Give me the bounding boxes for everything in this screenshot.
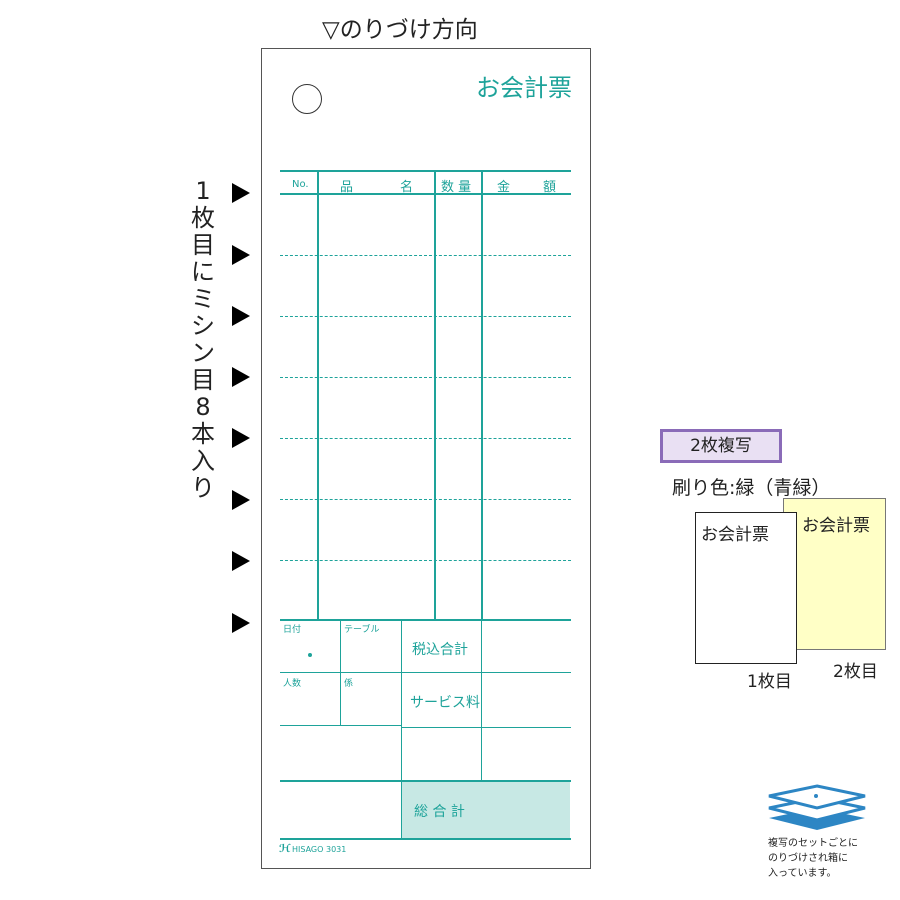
copies-badge: 2枚複写 [660,429,782,463]
form-title: お会計票 [476,74,572,102]
lower-divider [401,619,402,781]
print-color-text: 刷り色:緑（青緑） [672,477,831,499]
stacked-paper-icon [768,784,866,830]
package-note-line: 複写のセットごとに [768,838,858,849]
perforation-arrow-icon [232,428,250,448]
staff-label: 係 [344,679,354,689]
caption-char: 目 [191,366,215,394]
caption-char: 8 [195,393,211,421]
col-name-header: 名 [400,180,414,195]
package-note: 複写のセットごとに のりづけされ箱に 入っています。 [768,836,878,881]
perforation-arrow-icon [232,551,250,571]
perforation-arrow-icon [232,613,250,633]
caption-char: り [191,474,215,502]
date-label: 日付 [283,625,302,635]
tax-total-label: 税込合計 [412,642,468,658]
package-note-line: 入っています。 [768,868,837,879]
total-top-rule [280,780,571,782]
punch-hole [292,84,322,114]
header-bottom-rule [280,193,571,195]
package-note-line: のりづけされ箱に [768,853,848,864]
caption-char: に [191,258,215,286]
copy-1-sheet [695,512,797,664]
lower-row-rule [401,727,571,728]
lower-row-rule [280,672,571,673]
item-row-line [280,560,571,561]
col-qty-header: 数 量 [441,180,472,195]
date-separator-dot [308,653,312,657]
lower-divider [481,619,482,781]
lower-row-rule [280,725,401,726]
item-row-line [280,316,571,317]
item-row-line [280,499,571,500]
perforation-arrow-icon [232,490,250,510]
col-amount-header-2: 額 [543,180,557,195]
caption-char: ミ [191,285,215,313]
total-bottom-rule [280,838,571,840]
brand-logo-icon: ℋ [279,842,291,855]
col-divider [317,170,319,620]
copy-1-label: 1枚目 [747,672,792,692]
grand-total-label: 総 合 計 [414,804,465,820]
grand-total-cell [402,782,570,838]
perforation-arrow-icon [232,245,250,265]
glue-direction-caption: ▽のりづけ方向 [322,17,478,43]
bill-form-sheet [261,48,591,869]
perforation-arrow-icon [232,306,250,326]
caption-char: 本 [191,420,215,448]
copy-2-sheet [783,498,886,650]
perforation-arrow-icon [232,183,250,203]
col-divider [434,170,436,620]
copy-2-label: 2枚目 [833,662,878,682]
service-charge-label: サービス料 [410,695,480,711]
lower-section-rule [280,619,571,621]
col-divider [481,170,483,620]
caption-char: 枚 [191,204,215,232]
col-item-header: 品 [340,180,354,195]
caption-char: 1 [195,177,211,205]
total-divider [401,781,402,839]
header-top-rule [280,170,571,172]
caption-char: ン [191,339,215,367]
perforation-arrow-icon [232,367,250,387]
caption-char: 目 [191,231,215,259]
item-row-line [280,377,571,378]
item-row-line [280,255,571,256]
brand-code: HISAGO 3031 [292,845,347,854]
caption-char: 入 [191,447,215,475]
copy-2-title: お会計票 [802,516,870,536]
caption-char: シ [191,312,215,340]
item-row-line [280,438,571,439]
people-label: 人数 [283,679,302,689]
col-amount-header-1: 金 [497,180,511,195]
perforation-caption: 1 枚 目 に ミ シ ン 目 8 本 入 り [186,178,220,502]
col-no-header: No. [292,179,309,190]
table-label: テーブル [344,625,380,635]
copy-1-title: お会計票 [701,525,769,545]
